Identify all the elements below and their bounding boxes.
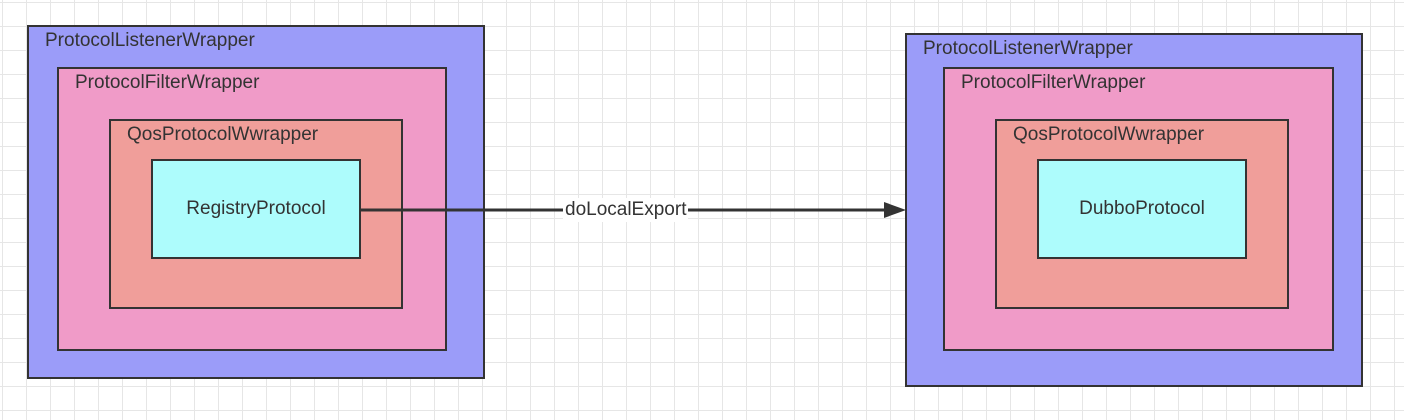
left-qos-wrapper-label: QosProtocolWwrapper (127, 124, 319, 145)
right-core-protocol-box: DubboProtocol (1037, 159, 1247, 259)
right-qos-wrapper-label: QosProtocolWwrapper (1013, 124, 1205, 145)
arrowhead-icon (884, 202, 906, 218)
left-core-protocol-label: RegistryProtocol (186, 198, 326, 219)
left-listener-wrapper-label: ProtocolListenerWrapper (45, 30, 255, 51)
left-core-protocol-box: RegistryProtocol (151, 159, 361, 259)
left-filter-wrapper-label: ProtocolFilterWrapper (75, 72, 260, 93)
right-filter-wrapper-label: ProtocolFilterWrapper (961, 72, 1146, 93)
edge-label: doLocalExport (563, 198, 689, 222)
right-listener-wrapper-label: ProtocolListenerWrapper (923, 38, 1133, 59)
right-core-protocol-label: DubboProtocol (1079, 198, 1205, 219)
